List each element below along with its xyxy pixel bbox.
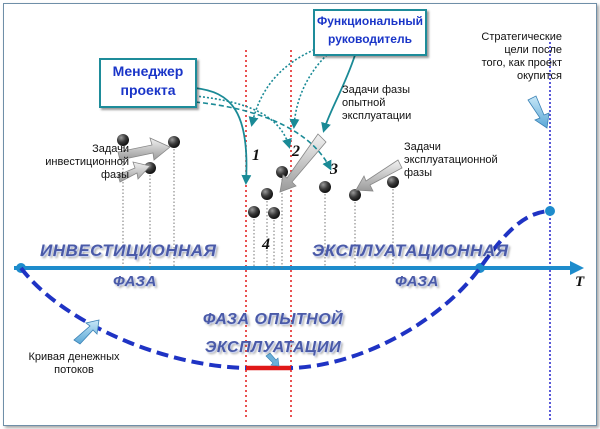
operation-tasks-arrow: [355, 159, 403, 192]
manager-to-3-arrow: [194, 101, 332, 171]
trial-phase-title: ФАЗА ОПЫТНОЙ ЭКСПЛУАТАЦИИ: [202, 311, 344, 356]
time-axis-label: T: [575, 274, 585, 290]
invest-tasks-arrow: [117, 137, 171, 161]
task-ball: [319, 181, 331, 193]
strategic-goals-arrow: [527, 95, 550, 129]
invest-tasks-label: Задачи инвестиционной фазы: [45, 143, 129, 181]
task-ball: [349, 189, 361, 201]
cash-flow-label: Кривая денежных потоков: [28, 351, 120, 376]
operation-phase-title: ЭКСПЛУАТАЦИОННАЯ: [312, 241, 509, 260]
project-manager-box: Менеджер проекта: [99, 58, 197, 108]
trial-phase-arrow: [265, 352, 280, 367]
functional-to-3-arrow: [321, 54, 356, 133]
marker-4: 4: [262, 236, 270, 253]
cash-flow-curve: [19, 209, 551, 370]
invest-phase-subtitle: ФАЗА: [113, 273, 157, 290]
functional-manager-box: Функциональный руководитель: [313, 9, 427, 56]
trial-tasks-label: Задачи фазы опытной эксплуатации: [342, 84, 412, 122]
manager-to-1-arrow: [194, 87, 252, 185]
strategic-goals-label: Стратегические цели после того, как прое…: [481, 31, 562, 82]
task-ball: [268, 207, 280, 219]
marker-1: 1: [252, 147, 260, 164]
trial-tasks-arrow: [279, 133, 327, 193]
task-ball: [248, 206, 260, 218]
marker-3: 3: [330, 161, 338, 178]
curve-end-dot: [545, 206, 555, 216]
task-ball: [117, 134, 129, 146]
manager-to-2-arrow: [194, 95, 292, 149]
functional-to-1-arrow: [248, 47, 319, 127]
invest-tasks-arrow: [117, 161, 151, 183]
marker-2: 2: [292, 143, 300, 160]
operation-phase-subtitle: ФАЗА: [395, 273, 439, 290]
operation-tasks-label: Задачи эксплуатационной фазы: [404, 141, 498, 179]
task-ball: [276, 166, 288, 178]
task-ball: [261, 188, 273, 200]
task-ball: [387, 176, 399, 188]
task-ball: [168, 136, 180, 148]
functional-to-2-arrow: [289, 51, 331, 129]
invest-phase-title: ИНВЕСТИЦИОННАЯ: [40, 241, 217, 260]
cash-flow-label-arrow: [73, 319, 100, 345]
